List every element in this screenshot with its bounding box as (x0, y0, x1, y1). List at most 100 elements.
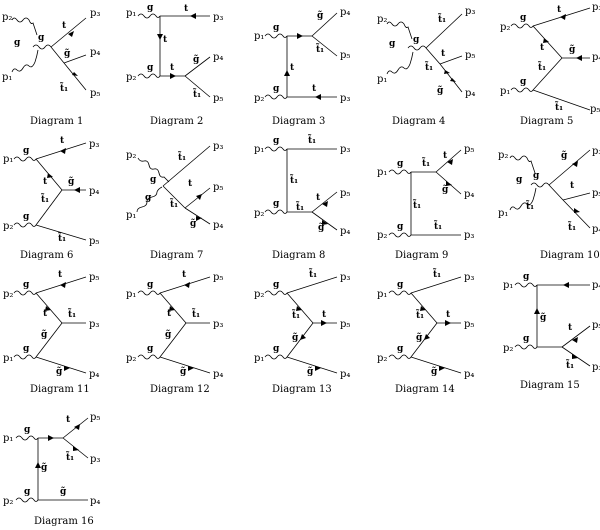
label-stop: t̃₁ (568, 220, 576, 233)
label-g: g (273, 199, 280, 209)
arrow (424, 334, 430, 340)
diagram-9: p₁ g t̃₁ t p₅ g̃ p₄ t̃₁ p₂ g t̃₁ p₃ Diag… (377, 144, 474, 261)
label-g: g (413, 35, 420, 45)
diagram-6: p₁ g t p₃ t g̃ p₄ t̃₁ p₂ g t̃₁ p₅ Diagra… (3, 136, 99, 261)
label-gluino: g̃ (180, 366, 187, 377)
line-p4 (184, 207, 211, 225)
label-g: g (523, 334, 530, 344)
label-p5: p₅ (592, 188, 600, 199)
label-gluino: g̃ (56, 366, 63, 377)
line-p4 (562, 199, 591, 229)
label-p2: p₂ (377, 230, 387, 241)
line-p4 (159, 356, 211, 374)
arrow (321, 320, 327, 326)
label-g: g (273, 344, 280, 354)
label-t: t (43, 177, 48, 187)
label-gluino: g̃ (442, 184, 449, 195)
gluon-line-internal (530, 182, 550, 188)
label-p4: p₄ (592, 224, 600, 235)
diagram-caption: Diagram 4 (392, 116, 445, 127)
gluon-line-p1 (510, 87, 534, 93)
arrow (73, 446, 79, 451)
gluon-line-p1 (13, 156, 37, 162)
label-p1: p₁ (3, 353, 13, 364)
internal-stop (548, 184, 564, 201)
label-p3: p₃ (340, 93, 350, 104)
label-stop: t̃₁ (316, 42, 324, 55)
label-p1: p₁ (2, 72, 12, 83)
label-p5: p₅ (90, 88, 100, 99)
arrow (444, 70, 450, 74)
label-stop: t̃₁ (309, 267, 317, 280)
label-g: g (145, 193, 152, 203)
label-p3: p₃ (90, 8, 100, 19)
arrow (47, 173, 53, 178)
diagram-4: p₂ g g p₁ t̃₁ p₃ t̃₁ t p₅ g̃ p₄ Diagram … (377, 6, 475, 127)
label-gluino: g̃ (561, 150, 568, 161)
label-p1: p₁ (126, 8, 136, 19)
gluon-line-p1 (137, 290, 161, 296)
gluon-line-p1 (388, 169, 412, 175)
gluon-line-p2 (137, 354, 161, 360)
line-p4 (439, 63, 463, 93)
label-p4: p₄ (592, 52, 600, 63)
label-stop: t̃₁ (66, 450, 74, 463)
label-stop: t̃₁ (170, 197, 178, 210)
label-g: g (273, 84, 280, 94)
label-g: g (147, 63, 154, 73)
diagram-13: p₂ g t̃₁ p₃ t̃₁ t p₅ g̃ p₁ g g̃ p₄ Diagr… (254, 267, 350, 395)
arrow (315, 366, 321, 371)
label-p4: p₄ (90, 47, 100, 58)
label-stop: t̃₁ (308, 133, 316, 146)
label-p5: p₅ (464, 144, 474, 155)
diagram-caption: Diagram 14 (395, 384, 455, 395)
internal-stop (35, 189, 63, 226)
label-p5: p₅ (465, 50, 475, 61)
label-t: t (66, 415, 71, 425)
label-p2: p₂ (3, 221, 13, 232)
label-gluino: g̃ (292, 332, 299, 343)
gluon-line-p2 (510, 23, 534, 29)
label-gluino: g̃ (318, 222, 325, 233)
label-t: t (43, 309, 48, 319)
arrow (68, 31, 74, 37)
internal-stop (532, 57, 563, 91)
arrow (72, 72, 78, 76)
label-p1: p₁ (377, 289, 387, 300)
gluon-line-p2 (509, 155, 536, 174)
arrow (296, 306, 302, 311)
label-p4: p₄ (465, 88, 475, 99)
label-stop: t̃₁ (434, 219, 442, 232)
label-p3: p₃ (464, 230, 474, 241)
label-p3: p₃ (464, 272, 474, 283)
arrow (35, 462, 41, 468)
label-p2: p₂ (377, 353, 387, 364)
label-g: g (273, 23, 280, 33)
line-p5 (435, 149, 462, 173)
line-p3 (286, 276, 338, 294)
arrow (576, 55, 582, 61)
gluon-line-p2 (137, 73, 161, 79)
label-p4: p₄ (340, 369, 350, 380)
internal-t (35, 292, 63, 324)
label-p2: p₂ (254, 289, 264, 300)
label-gluino: g̃ (68, 176, 75, 187)
label-stop: t̃₁ (60, 81, 68, 94)
gluon-line-p2 (11, 17, 38, 36)
label-p2: p₂ (2, 12, 12, 23)
label-g: g (520, 77, 527, 87)
internal-line (425, 47, 441, 65)
label-t: t (62, 21, 67, 31)
internal-gluino (159, 322, 187, 358)
arrow (543, 38, 549, 43)
label-gluino: g̃ (416, 332, 423, 343)
arrow (572, 337, 578, 343)
label-p3: p₃ (340, 272, 350, 283)
label-stop: t̃₁ (425, 60, 433, 73)
diagram-caption: Diagram 13 (272, 384, 332, 395)
label-p2: p₂ (498, 150, 508, 161)
line-p5 (532, 89, 591, 111)
label-t: t (58, 270, 63, 280)
arrow (284, 70, 290, 76)
line-p5 (311, 35, 338, 57)
